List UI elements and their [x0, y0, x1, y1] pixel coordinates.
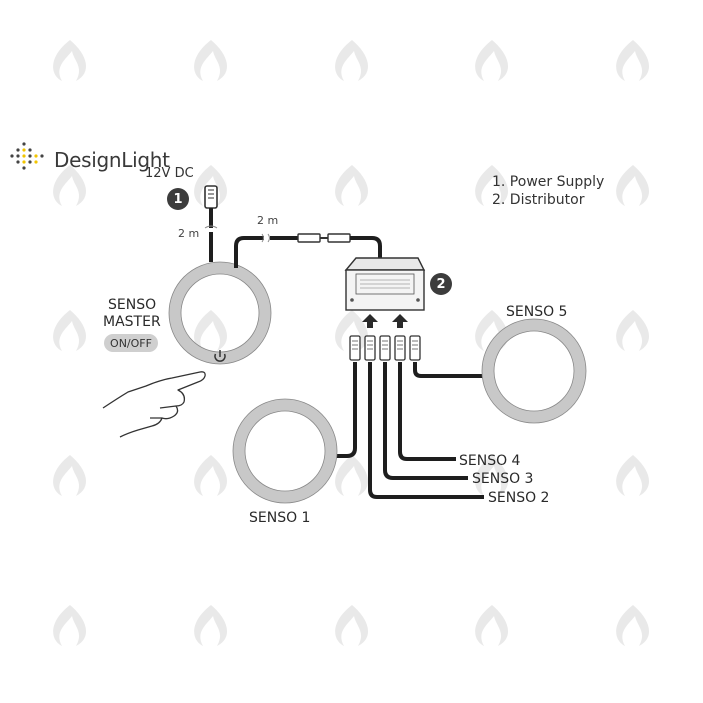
senso1-ring[interactable]	[233, 399, 337, 503]
connector-plug-icon	[364, 335, 376, 361]
senso5-cable	[413, 362, 484, 378]
brand-logo-icon	[10, 142, 44, 170]
watermark-logo-icon	[616, 455, 650, 496]
senso4-cable	[398, 362, 456, 461]
watermark-logo-icon	[53, 310, 87, 351]
distributor-connectors	[349, 335, 421, 361]
distributor-box[interactable]	[344, 257, 426, 311]
watermark-logo-icon	[335, 40, 369, 81]
legend-item-distributor: 2. Distributor	[492, 192, 585, 208]
watermark-logo-icon	[194, 165, 228, 206]
connector-plug-icon	[409, 335, 421, 361]
watermark-logo-icon	[475, 40, 509, 81]
badge-power-supply: 1	[167, 188, 189, 210]
watermark-logo-icon	[616, 40, 650, 81]
watermark-logo-icon	[194, 455, 228, 496]
master-cable	[234, 233, 382, 268]
legend-item-power-supply: 1. Power Supply	[492, 174, 605, 190]
arrow-up-icon	[362, 314, 378, 328]
watermark-logo-icon	[335, 455, 369, 496]
arrow-up-icon	[392, 314, 408, 328]
watermark-logo-icon	[194, 310, 228, 351]
watermark-logo-icon	[194, 40, 228, 81]
senso2-cable	[368, 362, 484, 499]
watermark-logo-icon	[53, 455, 87, 496]
senso4-label: SENSO 4	[459, 453, 521, 469]
on-off-button[interactable]: ON/OFF	[104, 334, 158, 352]
senso-master-ring[interactable]	[169, 262, 271, 364]
senso3-label: SENSO 3	[472, 471, 534, 487]
senso1-label: SENSO 1	[249, 510, 311, 526]
watermark-logo-icon	[475, 165, 509, 206]
watermark-logo-icon	[194, 605, 228, 646]
watermark-logo-icon	[616, 310, 650, 351]
senso2-label: SENSO 2	[488, 490, 550, 506]
senso5-label: SENSO 5	[506, 304, 568, 320]
power-supply-plug-icon	[204, 185, 218, 262]
connector-plug-icon	[349, 335, 361, 361]
cable-length-label: 2 m	[257, 214, 279, 227]
watermark-logo-icon	[53, 165, 87, 206]
brand-name: DesignLight	[54, 148, 170, 172]
watermark-logo-icon	[616, 605, 650, 646]
watermark-logo-icon	[53, 605, 87, 646]
watermark-logo-icon	[475, 310, 509, 351]
connector-plug-icon	[379, 335, 391, 361]
watermark-logo-icon	[335, 165, 369, 206]
watermark-logo-icon	[475, 455, 509, 496]
cable-length-label: 2 m	[178, 227, 200, 240]
watermark-logo-icon	[53, 40, 87, 81]
senso3-cable	[383, 362, 468, 480]
power-button-icon[interactable]	[214, 350, 226, 362]
senso5-ring[interactable]	[482, 319, 586, 423]
watermark-logo-icon	[616, 165, 650, 206]
hand-pointer-icon	[102, 371, 206, 438]
senso-master-label-line1: SENSO	[108, 297, 157, 313]
watermark-logo-icon	[475, 605, 509, 646]
connector-plug-icon	[394, 335, 406, 361]
badge-distributor: 2	[430, 273, 452, 295]
senso1-cable	[330, 362, 357, 458]
voltage-label: 12V DC	[145, 166, 194, 181]
senso-master-label-line2: MASTER	[103, 314, 161, 330]
watermark-logo-icon	[335, 310, 369, 351]
watermark-logo-icon	[335, 605, 369, 646]
